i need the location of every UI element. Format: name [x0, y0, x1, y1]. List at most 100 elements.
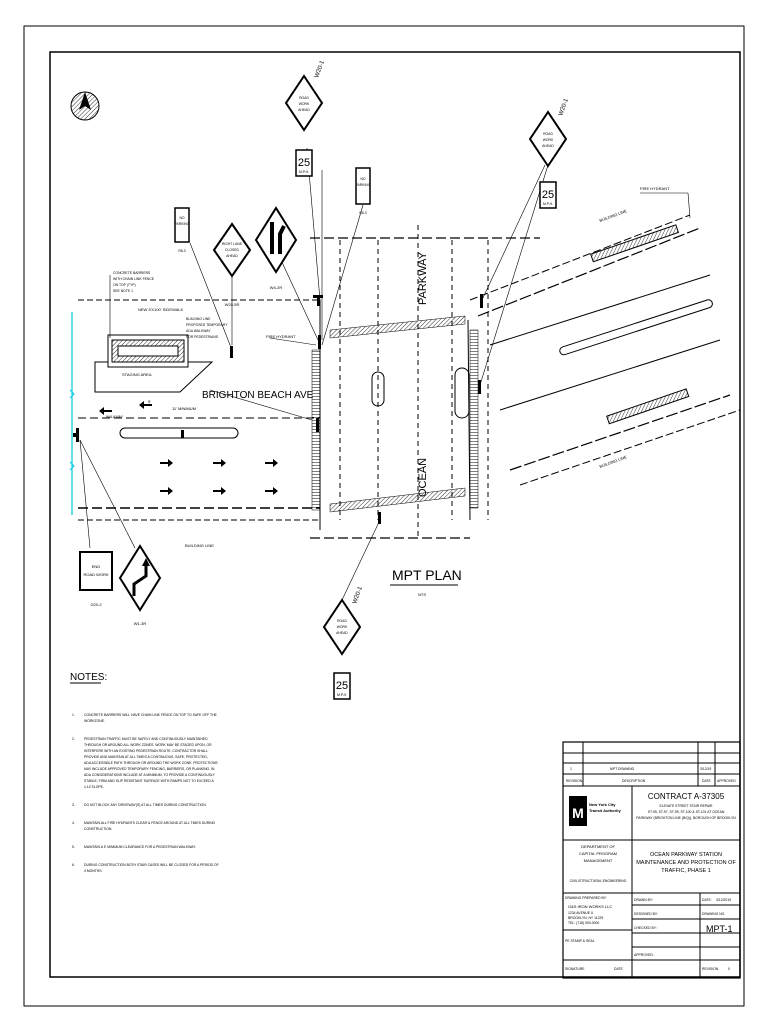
drawing-number: MPT-1: [706, 924, 733, 934]
svg-text:0: 0: [728, 967, 730, 971]
note-line: 1:12 SLOPE.: [84, 785, 104, 789]
svg-text:WITH CHAIN LINK FENCE: WITH CHAIN LINK FENCE: [113, 277, 155, 281]
svg-text:W20-1: W20-1: [352, 585, 364, 604]
road-work-ahead-sign-1: ROAD WORK AHEAD W20-1 25 M.P.H.: [284, 59, 326, 177]
width-label: 5': [148, 399, 151, 404]
clearance-label: 11' MINIMUM: [172, 406, 196, 411]
svg-text:CIVIL/STRUCTURAL ENGINEERING: CIVIL/STRUCTURAL ENGINEERING: [570, 879, 627, 883]
note-line: THROUGH OR AROUND ALL WORK ZONES. WORK M…: [84, 743, 212, 747]
svg-text:ROAD: ROAD: [299, 96, 309, 100]
svg-text:1: 1: [570, 767, 572, 771]
note-line: MAY INCLUDE APPROVED TEMPORARY FENCING, …: [84, 767, 215, 771]
svg-text:New York City: New York City: [589, 802, 616, 807]
svg-text:G&S IRON WORKS LLC: G&S IRON WORKS LLC: [568, 904, 612, 909]
svg-text:DESIGNED BY:: DESIGNED BY:: [634, 912, 658, 916]
note-line: MAINTAIN A 5' MINIMUM CLEARANCE FOR A PE…: [84, 845, 196, 849]
note-number: 4.: [72, 821, 75, 825]
note-line: ADA CONSIDERATIONS INCLUDE AT A MINIMUM,…: [84, 773, 215, 777]
new-sidewalk-label: NEW 5'X100' SIDEWALK: [138, 307, 184, 312]
svg-text:DRAWING NO.: DRAWING NO.: [702, 912, 725, 916]
mta-logo-icon: M: [569, 796, 587, 826]
note-line: MAINTAIN ALL FIRE HYDRANTS CLEAR & FENCE…: [84, 821, 216, 825]
svg-text:AHEAD: AHEAD: [226, 254, 238, 258]
svg-text:DATE: DATE: [702, 779, 712, 783]
svg-text:SIGNATURE: SIGNATURE: [565, 967, 585, 971]
svg-text:M.P.H.: M.P.H.: [543, 202, 553, 206]
svg-text:M.P.H.: M.P.H.: [299, 170, 309, 174]
svg-text:PE STAMP & SEAL: PE STAMP & SEAL: [565, 939, 595, 943]
fire-hydrant-label-right: FIRE HYDRANT: [640, 186, 670, 191]
svg-text:25: 25: [542, 189, 554, 201]
svg-text:M: M: [572, 805, 584, 821]
svg-text:PARKING: PARKING: [174, 222, 189, 226]
svg-text:PARKWAY (BRIGHTON LINE (B/Q)),: PARKWAY (BRIGHTON LINE (B/Q)), BOROUGH O…: [636, 816, 736, 820]
note-line: 4 MONTHS.: [84, 869, 103, 873]
svg-text:NO: NO: [360, 177, 365, 181]
median-left: [119, 427, 239, 439]
note-number: 6.: [72, 863, 75, 867]
svg-text:SEE NOTE 1: SEE NOTE 1: [113, 289, 133, 293]
svg-text:TRAFFIC, PHASE 1: TRAFFIC, PHASE 1: [661, 868, 711, 874]
note-line: CONCRETE BARRIERS WILL HAVE CHAIN LINK F…: [84, 713, 218, 717]
svg-text:CONCRETE BARRIERS: CONCRETE BARRIERS: [113, 271, 151, 275]
plan-title: MPT PLAN: [392, 567, 462, 583]
traffic-arrows: [99, 401, 278, 495]
north-arrow-icon: [70, 91, 100, 121]
svg-text:ROAD WORK: ROAD WORK: [83, 572, 108, 577]
staging-label: STAGING AREA: [122, 372, 152, 377]
svg-text:DEPARTMENT OF: DEPARTMENT OF: [581, 844, 615, 849]
note-number: 5.: [72, 845, 75, 849]
svg-text:FOR PEDESTRIANS: FOR PEDESTRIANS: [186, 335, 219, 339]
svg-text:3/12/2019: 3/12/2019: [716, 898, 731, 902]
walkway-label: WALKWAY: [106, 415, 124, 419]
building-line-label-right2: BUILDING LINE: [599, 454, 628, 469]
svg-text:CHECKED BY:: CHECKED BY:: [634, 926, 657, 930]
note-line: PEDESTRIAN TRAFFIC MUST BE SAFELY AND CO…: [84, 737, 208, 741]
plan-scale: NTS: [418, 592, 426, 597]
svg-text:CAPITAL PROGRAM: CAPITAL PROGRAM: [579, 851, 617, 856]
inner-border: [49, 51, 741, 978]
svg-text:REVISION: REVISION: [566, 779, 583, 783]
no-parking-sign-2: NO PARKING R8-3: [174, 207, 190, 253]
svg-text:APPROVED:: APPROVED:: [634, 953, 654, 957]
svg-text:PARKING: PARKING: [355, 183, 370, 187]
building-line-note: BUILDING LINE PROPOSED TEMPORARY ADA WAL…: [186, 317, 228, 339]
svg-text:MANAGEMENT: MANAGEMENT: [584, 858, 613, 863]
svg-text:WORK: WORK: [543, 138, 554, 142]
note-line: ADA ACCESSIBLE PATH THROUGH OR AROUND TH…: [84, 761, 218, 765]
svg-text:DATE:: DATE:: [702, 898, 712, 902]
street-ocean: OCEAN: [417, 458, 429, 497]
svg-text:Transit Authority: Transit Authority: [589, 808, 622, 813]
mpt-plan: BRIGHTON BEACH AVE OCEAN PARKWAY STAGING…: [69, 147, 741, 601]
svg-text:R8-3: R8-3: [178, 249, 185, 253]
svg-text:MAINTENANCE AND PROTECTION OF: MAINTENANCE AND PROTECTION OF: [636, 860, 736, 866]
note-number: 2.: [72, 737, 75, 741]
svg-text:ADA WALKWAY: ADA WALKWAY: [186, 329, 211, 333]
svg-text:W20-1: W20-1: [558, 97, 570, 116]
svg-text:WORK: WORK: [337, 625, 348, 629]
note-line: DURING CONSTRUCTION BOTH STAIR CASES WIL…: [84, 863, 219, 867]
reverse-curve-sign: W1-3R: [118, 544, 162, 626]
svg-text:NO: NO: [179, 216, 184, 220]
outer-border: [23, 25, 745, 1007]
svg-text:W1-3R: W1-3R: [134, 621, 147, 626]
svg-text:AHEAD: AHEAD: [298, 108, 310, 112]
svg-text:M.P.H.: M.P.H.: [337, 693, 347, 697]
svg-text:REVISION: REVISION: [702, 967, 719, 971]
svg-text:DRAWING PREPARED BY:: DRAWING PREPARED BY:: [565, 896, 607, 900]
svg-text:AHEAD: AHEAD: [542, 144, 554, 148]
note-line: CONSTRUCTION.: [84, 827, 112, 831]
svg-text:ST-95, ST-97, ST-99, ST-100 &: ST-95, ST-97, ST-99, ST-100 & ST-101 AT …: [648, 810, 725, 814]
svg-text:AHEAD: AHEAD: [336, 631, 348, 635]
svg-text:ROAD: ROAD: [543, 132, 553, 136]
svg-text:BUILDING LINE: BUILDING LINE: [186, 317, 211, 321]
street-brighton: BRIGHTON BEACH AVE: [202, 390, 314, 401]
svg-text:W20-5R: W20-5R: [225, 302, 240, 307]
svg-text:DATE: DATE: [614, 967, 624, 971]
svg-text:RIGHT LANE: RIGHT LANE: [222, 242, 243, 246]
fire-hydrant-label: FIRE HYDRANT: [266, 334, 296, 339]
svg-text:3/12/19: 3/12/19: [700, 767, 711, 771]
note-number: 1.: [72, 713, 75, 717]
stair-right-top: [590, 224, 680, 263]
